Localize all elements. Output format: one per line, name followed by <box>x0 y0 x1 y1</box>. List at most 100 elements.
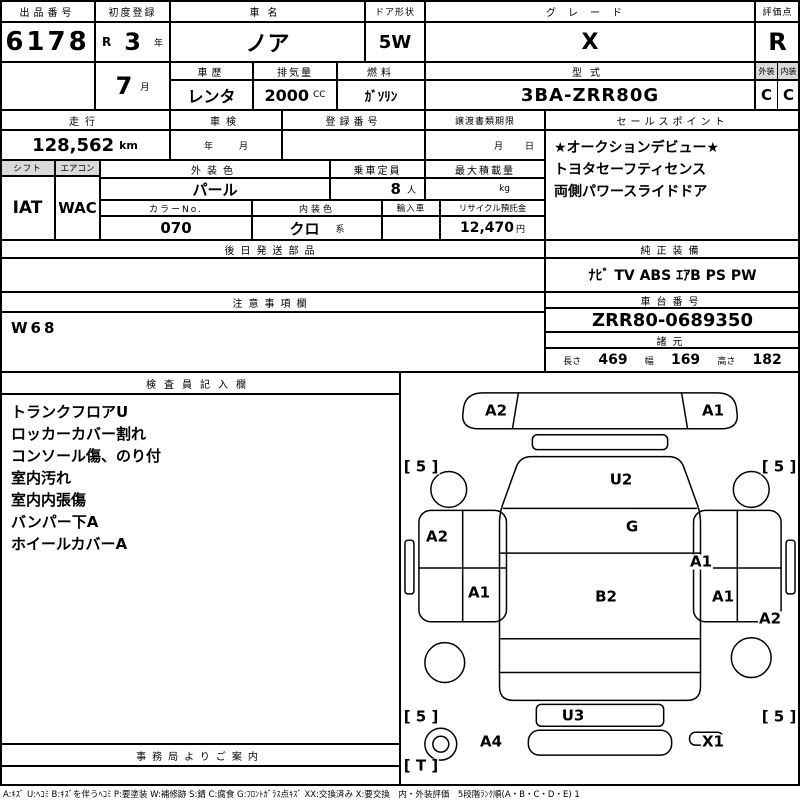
mileage-unit: km <box>119 138 138 152</box>
mileage-value-cell: 128,562 km <box>0 130 170 160</box>
dimensions-label: 諸元 <box>545 332 800 348</box>
inspector-note-line: ロッカーカバー割れ <box>11 425 147 443</box>
car-name-label: 車名 <box>170 0 365 22</box>
tire-rating-front-right: [ 5 ] <box>760 457 798 476</box>
grade-label: グレード <box>425 0 755 22</box>
transfer-day-unit: 日 <box>524 141 534 152</box>
damage-marker-front-bumper-right: A1 <box>700 401 726 420</box>
damage-marker-roof: B2 <box>594 587 618 606</box>
later-parts-value <box>0 258 545 292</box>
door-shape-label: ドア形状 <box>365 0 425 22</box>
damage-marker-rear-gate: U3 <box>560 706 586 725</box>
displacement-value-cell: 2000 CC <box>253 80 337 110</box>
capacity-value: 8 <box>390 180 401 198</box>
caution-value: W68 <box>0 312 545 372</box>
color-no-label: カラーNo. <box>100 200 252 216</box>
recycle-deposit-value: 12,470 <box>459 220 514 236</box>
first-registration-year: 3 <box>124 28 141 56</box>
length-label: 長さ <box>563 356 582 367</box>
chassis-no-label: 車台番号 <box>545 292 800 308</box>
inspector-note-line: 室内内張傷 <box>11 491 87 509</box>
sales-points: ★オークションデビュー★ トヨタセーフティセンス 両側パワースライドドア <box>545 130 800 240</box>
sales-point-line: 両側パワースライドドア <box>554 184 708 200</box>
displacement-unit: CC <box>312 90 326 100</box>
exterior-rating-value: C <box>756 81 778 109</box>
inspector-note-line: コンソール傷、のり付 <box>11 447 162 465</box>
damage-marker-right-rear-quarter: A2 <box>757 609 783 628</box>
fuel-value: ｶﾞｿﾘﾝ <box>337 80 425 110</box>
interior-color-suffix: 系 <box>335 224 345 235</box>
registration-no-label: 登録番号 <box>282 110 425 130</box>
max-load-label: 最大積載量 <box>425 160 545 178</box>
mileage-value: 128,562 <box>32 134 115 156</box>
office-blank-cell <box>0 766 400 786</box>
damage-diagram: A2 A1 [ 5 ] [ 5 ] U2 G A2 A1 A1 B2 A1 A2… <box>400 372 800 786</box>
aircon-value: WAC <box>55 176 100 240</box>
chassis-no-value: ZRR80-0689350 <box>545 308 800 332</box>
shift-label: シフト <box>0 160 55 176</box>
transfer-deadline-label: 譲渡書類期限 <box>425 110 545 130</box>
displacement-label: 排気量 <box>253 62 337 80</box>
max-load-value-cell: kg <box>425 178 545 200</box>
tire-rating-rear-left: [ 5 ] <box>402 707 440 726</box>
capacity-label: 乗車定員 <box>330 160 425 178</box>
equipment-value: ﾅﾋﾞ TV ABS ｴｱB PS PW <box>545 258 800 292</box>
transfer-month-unit: 月 <box>493 141 503 152</box>
first-registration-month-cell: 7 月 <box>95 62 170 110</box>
dimensions-value-cell: 長さ 469 幅 169 高さ 182 <box>545 348 800 372</box>
inspection-label: 車検 <box>170 110 282 130</box>
registration-no-value <box>282 130 425 160</box>
inspector-header: 検査員記入欄 <box>0 372 400 394</box>
damage-marker-hood: U2 <box>608 470 634 489</box>
exterior-color-value: パール <box>100 178 330 200</box>
caution-label: 注意事項欄 <box>0 292 545 312</box>
interior-color-value-cell: クロ 系 <box>252 216 382 240</box>
inspection-month-unit: 月 <box>239 141 249 152</box>
damage-marker-left-side-rear: A1 <box>466 583 492 602</box>
capacity-value-cell: 8 人 <box>330 178 425 200</box>
mileage-label: 走行 <box>0 110 170 130</box>
inspection-year-unit: 年 <box>203 141 213 152</box>
color-no-value: 070 <box>100 216 252 240</box>
history-label: 車歴 <box>170 62 253 80</box>
max-load-unit: kg <box>499 184 510 194</box>
inspector-notes: トランクフロアU ロッカーカバー割れ コンソール傷、のり付 室内汚れ 室内内張傷… <box>0 394 400 744</box>
tire-rating-rear-right: [ 5 ] <box>760 707 798 726</box>
score-value: R <box>755 22 800 62</box>
office-header: 事務局よりご案内 <box>0 744 400 766</box>
later-parts-label: 後日発送部品 <box>0 240 545 258</box>
score-label: 評価点 <box>755 0 800 22</box>
height-value: 182 <box>752 352 782 368</box>
sales-point-label: セールスポイント <box>545 110 800 130</box>
import-car-value <box>382 216 440 240</box>
interior-color-value: クロ <box>289 219 320 238</box>
door-shape-value: 5W <box>365 22 425 62</box>
damage-marker-left-side-front: A2 <box>424 527 450 546</box>
spare-tire-marker: [ T ] <box>402 756 440 775</box>
displacement-value: 2000 <box>264 85 309 105</box>
first-registration-label: 初度登録 <box>95 0 170 22</box>
inspector-note-line: 室内汚れ <box>11 469 72 487</box>
lot-label: 出品番号 <box>0 0 95 22</box>
first-registration-year-cell: R 3 年 <box>95 22 170 62</box>
grade-value: X <box>425 22 755 62</box>
recycle-deposit-value-cell: 12,470 円 <box>440 216 545 240</box>
equipment-label: 純正装備 <box>545 240 800 258</box>
model-code-value: 3BA-ZRR80G <box>425 80 755 110</box>
tire-rating-front-left: [ 5 ] <box>402 457 440 476</box>
ext-int-rating-values: C C <box>755 80 800 110</box>
damage-marker-windshield: G <box>624 517 640 536</box>
recycle-deposit-label: リサイクル預託金 <box>440 200 545 216</box>
length-value: 469 <box>598 352 628 368</box>
legend-footer: A:ｷｽﾞ U:ﾍｺﾐ B:ｷｽﾞを伴うﾍｺﾐ P:要塗装 W:補修跡 S:錆 … <box>3 790 580 800</box>
car-outline <box>404 392 796 761</box>
fuel-label: 燃料 <box>337 62 425 80</box>
width-label: 幅 <box>644 356 654 367</box>
inspection-value-cell: 年 月 <box>170 130 282 160</box>
interior-rating-label: 内装 <box>780 66 797 76</box>
lot-number: 6178 <box>0 22 95 62</box>
width-value: 169 <box>670 352 701 368</box>
lot-blank-cell <box>0 62 95 110</box>
aircon-label: エアコン <box>55 160 100 176</box>
height-label: 高さ <box>717 356 736 367</box>
